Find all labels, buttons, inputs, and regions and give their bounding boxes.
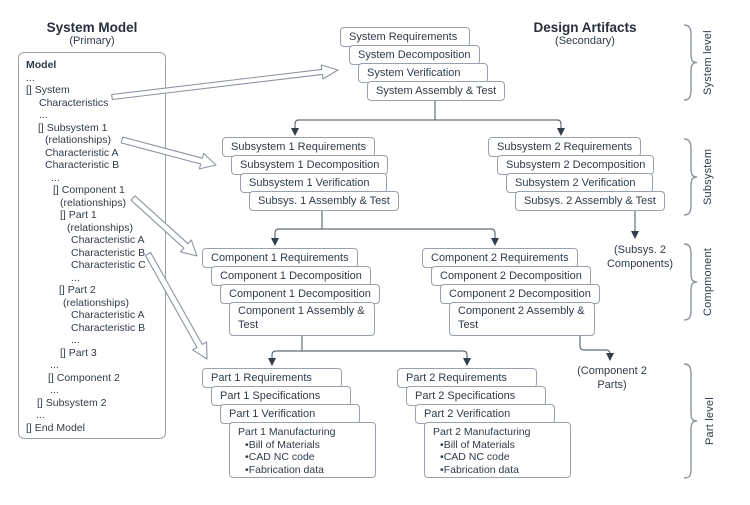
component2-parts-annotation: (Component 2 Parts) (557, 365, 667, 392)
subsys2-components-annotation: (Subsys. 2 Components) (585, 244, 695, 271)
bullet-item: CAD NC code (433, 451, 564, 464)
box-subsystem1-verification: Subsystem 1 Verification (240, 173, 387, 193)
model-line: [] Part 2 (59, 284, 96, 296)
model-line: Characteristic B (45, 159, 120, 171)
brace-subsystem (683, 138, 698, 216)
box-part1-specifications: Part 1 Specifications (211, 386, 351, 406)
design-artifacts-subtitle: (Secondary) (555, 35, 615, 47)
model-line: Characteristic C (71, 259, 146, 271)
box-system-assembly-test: System Assembly & Test (367, 81, 506, 101)
connector-subsystem1-to-components (274, 211, 496, 239)
model-line: [] Subsystem 2 (37, 396, 107, 409)
model-line: ... (26, 71, 35, 84)
box-subsystem2-verification: Subsystem 2 Verification (506, 173, 653, 193)
box-subsystem1-assembly-test: Subsys. 1 Assembly & Test (249, 191, 399, 211)
box-component2-requirements: Component 2 Requirements (422, 248, 578, 268)
box-subsystem1-decomposition: Subsystem 1 Decomposition (231, 155, 389, 175)
box-part2-manufacturing: Part 2 Manufacturing Bill of Materials C… (424, 422, 571, 478)
label-system-level: System level (702, 30, 714, 96)
box-system-requirements: System Requirements (340, 27, 470, 47)
model-line: [] Subsystem 1 (38, 121, 108, 134)
model-line: [] Part 3 (60, 346, 97, 359)
model-line: ... (36, 409, 45, 421)
bullet-item: Fabrication data (238, 464, 369, 477)
part1-manufacturing-bullets: Bill of Materials CAD NC code Fabricatio… (238, 439, 369, 477)
box-part2-verification: Part 2 Verification (415, 404, 555, 424)
brace-part-level (683, 363, 698, 479)
box-component1-decomposition: Component 1 Decomposition (211, 266, 371, 286)
annotation-line: (Subsys. 2 (614, 244, 666, 256)
connector-component2-to-annotation (579, 336, 611, 355)
box-part1-manufacturing: Part 1 Manufacturing Bill of Materials C… (229, 422, 376, 478)
model-line: [] Component 2 (48, 371, 120, 384)
model-line: [] System (26, 84, 70, 96)
model-line: ... (50, 384, 59, 396)
box-component1-assembly-test: Component 1 Assembly & Test (229, 302, 375, 336)
annotation-line: Parts) (597, 378, 627, 391)
box-subsystem1-requirements: Subsystem 1 Requirements (222, 137, 376, 157)
box-part2-specifications: Part 2 Specifications (406, 386, 546, 406)
bullet-item: CAD NC code (238, 451, 369, 464)
system-model-title: System Model (46, 20, 138, 35)
model-line: ... (50, 359, 59, 371)
system-model-subtitle: (Primary) (69, 35, 115, 47)
connector-component1-to-parts (271, 336, 468, 359)
design-artifacts-title: Design Artifacts (533, 20, 637, 35)
box-subsystem2-requirements: Subsystem 2 Requirements (488, 137, 642, 157)
part2-manufacturing-title: Part 2 Manufacturing (433, 426, 531, 438)
box-part1-requirements: Part 1 Requirements (202, 368, 342, 388)
model-line: Characteristics (39, 96, 109, 109)
bullet-item: Bill of Materials (433, 439, 564, 452)
part2-manufacturing-bullets: Bill of Materials CAD NC code Fabricatio… (433, 439, 564, 477)
box-subsystem2-decomposition: Subsystem 2 Decomposition (497, 155, 655, 175)
model-line: (relationships) (67, 221, 133, 234)
model-line: Characteristic A (71, 234, 145, 246)
model-line: Model (26, 59, 57, 71)
label-subsystem: Subsystem (702, 148, 714, 206)
model-line: Characteristic A (71, 309, 145, 321)
box-component2-assembly-test: Component 2 Assembly & Test (449, 302, 595, 336)
model-line: (relationships) (45, 134, 111, 146)
brace-system-level (683, 24, 698, 101)
box-system-decomposition: System Decomposition (349, 45, 480, 65)
model-line: [] Part 1 (60, 209, 97, 221)
box-subsystem2-assembly-test: Subsys. 2 Assembly & Test (515, 191, 665, 211)
model-line: ... (51, 171, 60, 184)
model-line: [] End Model (26, 421, 85, 434)
model-line: (relationships) (63, 296, 129, 309)
annotation-line: (Component 2 (577, 365, 647, 377)
model-line: Characteristic B (71, 246, 146, 259)
box-component2-decomposition2: Component 2 Decomposition (440, 284, 600, 304)
annotation-line: Components) (606, 257, 674, 270)
model-line: (relationships) (60, 196, 126, 209)
model-line: [] Component 1 (53, 184, 125, 196)
bullet-item: Bill of Materials (238, 439, 369, 452)
part1-manufacturing-title: Part 1 Manufacturing (238, 426, 336, 438)
model-line: Characteristic B (71, 321, 146, 334)
model-line: ... (71, 334, 80, 346)
model-line: ... (39, 109, 48, 121)
bullet-item: Fabrication data (433, 464, 564, 477)
box-component2-decomposition: Component 2 Decomposition (431, 266, 591, 286)
box-system-verification: System Verification (358, 63, 488, 83)
model-line: ... (71, 271, 80, 284)
box-component1-decomposition2: Component 1 Decomposition (220, 284, 380, 304)
box-part1-verification: Part 1 Verification (220, 404, 360, 424)
connector-system-to-subsystems (294, 101, 562, 129)
model-line: Characteristic A (45, 146, 119, 159)
box-component1-requirements: Component 1 Requirements (202, 248, 358, 268)
label-component: Compmonent (702, 247, 714, 317)
box-part2-requirements: Part 2 Requirements (397, 368, 537, 388)
label-part-level: Part level (704, 397, 716, 445)
